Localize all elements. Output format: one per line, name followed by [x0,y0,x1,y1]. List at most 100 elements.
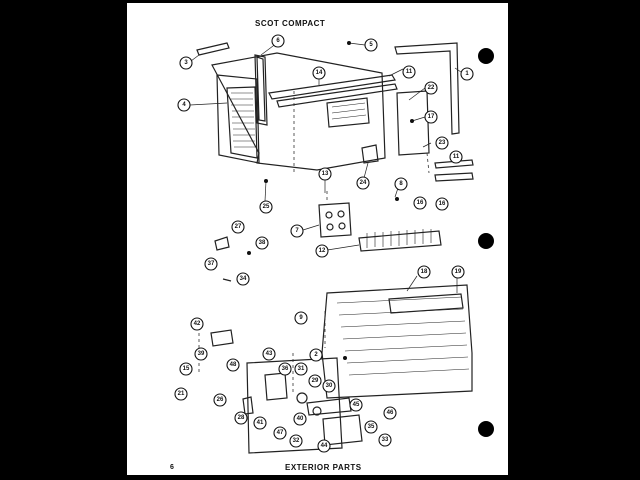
callout-label: 14 [316,70,323,76]
callout: 38 [255,236,269,250]
callout-label: 27 [235,224,242,230]
callout: 41 [253,416,267,430]
callout-label: 26 [217,397,224,403]
callout-label: 28 [238,415,245,421]
part-base-pan [321,284,473,399]
callout: 16 [413,196,427,210]
binder-hole-middle [478,233,494,249]
part-comb-12 [358,229,442,252]
callout: 33 [378,433,392,447]
callout: 40 [293,412,307,426]
callout: 19 [451,265,465,279]
screw-5-marker [347,41,351,45]
callout-label: 5 [369,42,373,48]
callout: 45 [349,398,363,412]
callout-label: 25 [263,204,270,210]
screw-8-marker [395,197,399,201]
callout-label: 31 [298,366,305,372]
callout: 5 [364,38,378,52]
callout: 34 [236,272,250,286]
callout: 23 [435,136,449,150]
callout-label: 41 [257,420,264,426]
callout-label: 18 [421,269,428,275]
callout: 44 [317,439,331,453]
callout: 6 [271,34,285,48]
callout: 24 [356,176,370,190]
callout-label: 23 [439,140,446,146]
binder-hole-top [478,48,494,64]
callout-label: 30 [326,383,333,389]
callout-label: 11 [406,69,413,75]
callout-label: 3 [184,60,188,66]
callout-label: 16 [439,201,446,207]
callout-label: 19 [455,269,462,275]
callout: 36 [278,362,292,376]
part-chassis-front [246,357,343,454]
callout-label: 36 [282,366,289,372]
callout: 11 [449,150,463,164]
callout-label: 8 [399,181,403,187]
callout-label: 12 [319,248,326,254]
callout-label: 35 [368,424,375,430]
callout-label: 1 [465,71,469,77]
callout: 39 [194,347,208,361]
part-latch-39 [210,329,234,347]
callout: 18 [417,265,431,279]
callout: 9 [294,311,308,325]
callout: 48 [226,358,240,372]
callout-label: 40 [297,416,304,422]
part-front-frame [396,90,430,156]
callout-label: 38 [259,240,266,246]
callout: 42 [190,317,204,331]
screw-2-marker [343,356,347,360]
callout: 37 [204,257,218,271]
callout: 12 [315,244,329,258]
callout: 7 [290,224,304,238]
callout-label: 11 [453,154,460,160]
callout: 21 [174,387,188,401]
callout: 2 [309,348,323,362]
callout-label: 22 [428,85,435,91]
diagram-title: SCOT COMPACT [255,19,326,28]
callout-label: 13 [322,171,329,177]
exploded-view-drawing: 3 6 5 1 14 11 4 22 17 23 24 8 25 13 7 11… [174,34,474,454]
callout-label: 24 [360,180,367,186]
callout-label: 6 [276,38,280,44]
callout-label: 44 [321,443,328,449]
part-coil-19 [388,293,464,314]
callout-label: 48 [230,362,237,368]
part-control-bracket-7 [318,202,352,238]
page-number: 6 [170,464,175,471]
part-rail-14 [268,74,398,108]
callout-label: 46 [387,410,394,416]
callout: 25 [259,200,273,214]
part-rear-grille [326,97,370,128]
screw-25-marker [264,179,268,183]
part-panel-30 [306,397,352,416]
callout: 17 [424,110,438,124]
callout: 1 [460,67,474,81]
part-top-frame-1 [394,42,460,135]
callout-label: 33 [382,437,389,443]
callout: 47 [273,426,287,440]
part-bracket-24 [361,144,379,164]
callout: 14 [312,66,326,80]
part-plate-45 [322,414,363,446]
callout-label: 45 [353,402,360,408]
callout: 31 [294,362,308,376]
callout: 46 [383,406,397,420]
callout: 30 [322,379,336,393]
assembly-line [426,152,430,174]
callout-label: 43 [266,351,273,357]
part-side-grille-4 [226,86,258,159]
callout-label: 2 [314,352,318,358]
callout: 16 [435,197,449,211]
callout-label: 37 [208,261,215,267]
binder-hole-bottom [478,421,494,437]
part-top-cover [196,42,230,56]
callout-label: 17 [428,114,435,120]
parts-diagram-sheet: SCOT COMPACT [127,3,508,475]
callout: 13 [318,167,332,181]
callout-label: 39 [198,351,205,357]
part-clip-37 [214,236,230,251]
